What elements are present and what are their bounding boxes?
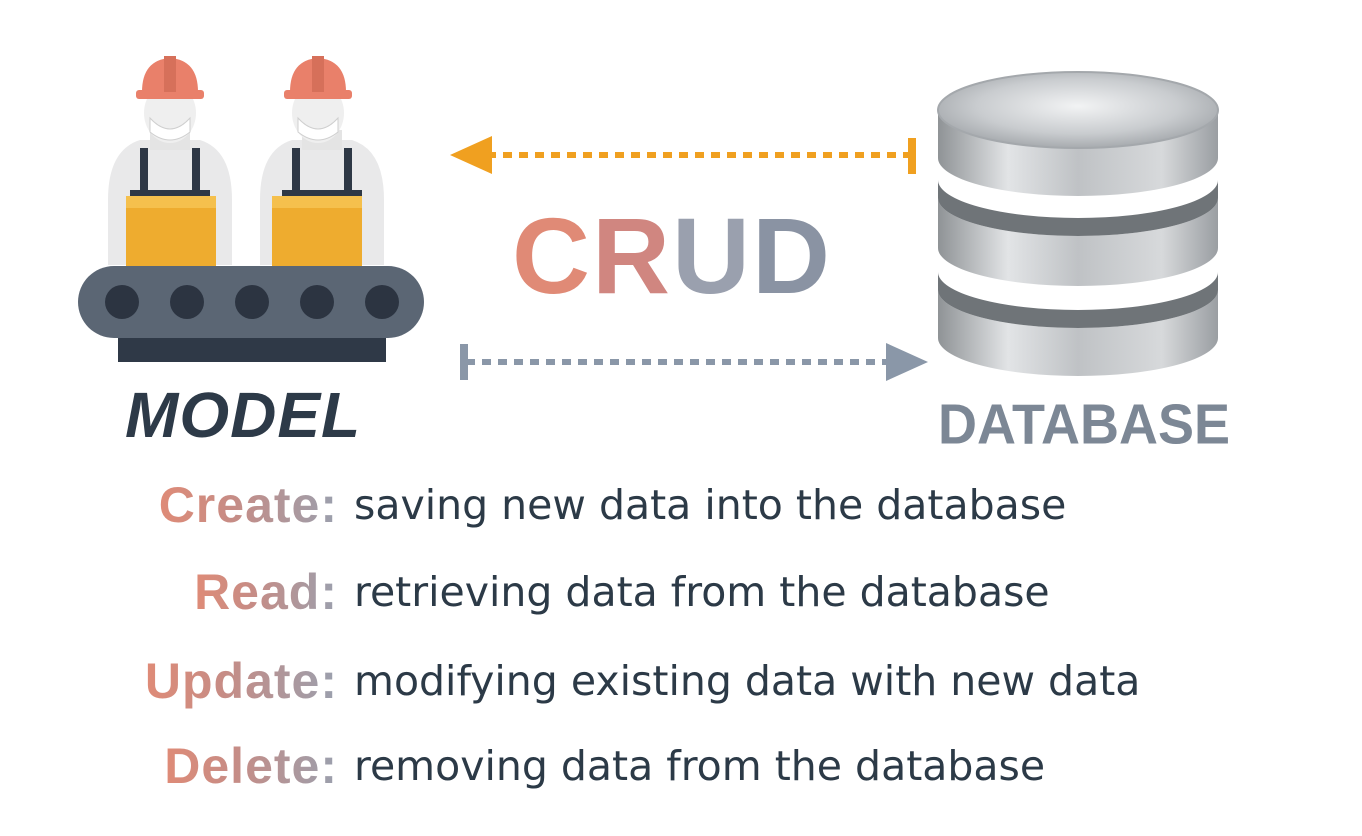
conveyor-belt — [78, 266, 424, 362]
term-update: Update: — [145, 646, 338, 716]
crud-title: CRUD — [512, 202, 832, 310]
operation-row-update: Update: modifying existing data with new… — [0, 646, 1362, 716]
crud-letter-r: R — [592, 195, 672, 316]
arrow-database-to-model — [450, 136, 916, 174]
crud-letter-d: D — [752, 195, 832, 316]
worker-left — [108, 56, 232, 266]
term-read: Read: — [194, 557, 338, 627]
operation-row-create: Create: saving new data into the databas… — [0, 470, 1362, 540]
term-delete: Delete: — [164, 731, 338, 801]
database-cylinder-icon — [937, 71, 1219, 376]
factory-workers-conveyor-icon — [78, 56, 424, 362]
database-label: DATABASE — [938, 393, 1230, 457]
description-delete: removing data from the database — [354, 742, 1046, 790]
operation-row-read: Read: retrieving data from the database — [0, 557, 1362, 627]
model-label: MODEL — [125, 379, 362, 451]
description-update: modifying existing data with new data — [354, 657, 1141, 705]
arrow-model-to-database — [460, 343, 928, 381]
crud-letter-c: C — [512, 195, 592, 316]
description-create: saving new data into the database — [354, 481, 1067, 529]
term-create: Create: — [159, 470, 338, 540]
operation-row-delete: Delete: removing data from the database — [0, 731, 1362, 801]
description-read: retrieving data from the database — [354, 568, 1050, 616]
crud-letter-u: U — [672, 195, 752, 316]
worker-right — [260, 56, 384, 266]
